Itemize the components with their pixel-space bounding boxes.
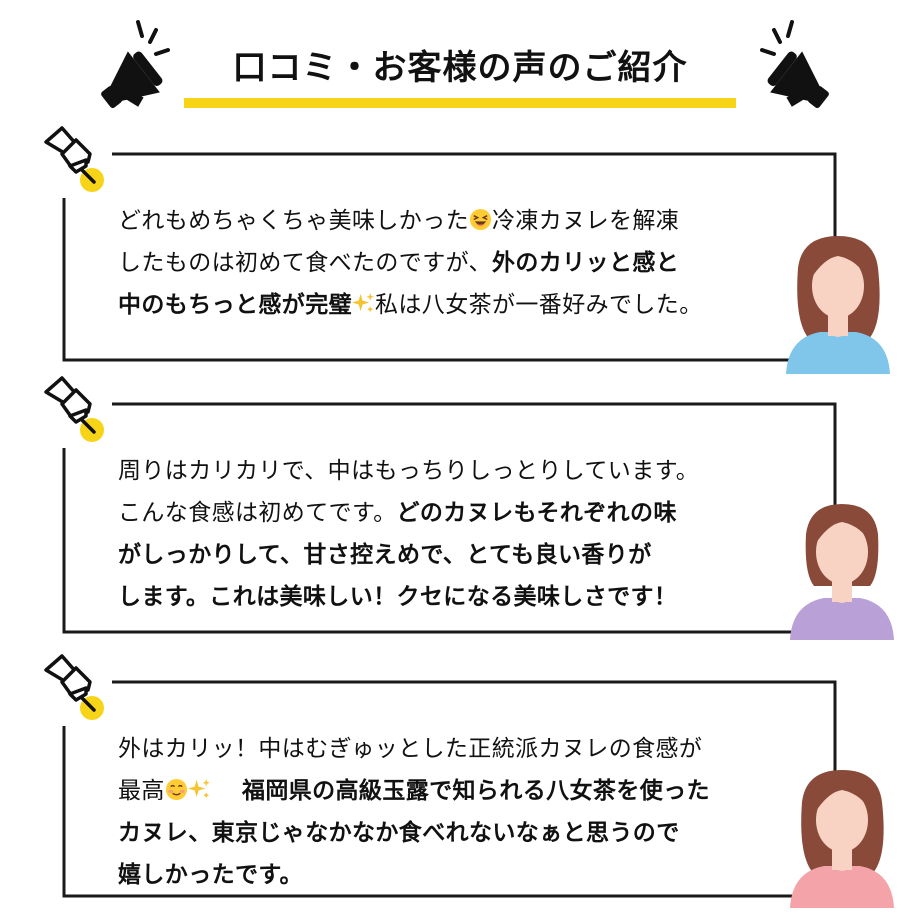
avatar-woman-purple-shirt <box>784 494 900 644</box>
review-text: 周りはカリカリで、中はもっちりしっとりしています。こんな食感は初めてです。どのカ… <box>118 450 798 618</box>
review-segment: 私は八女茶が一番好みでした。 <box>375 292 703 318</box>
smiling-blush-icon <box>165 778 188 804</box>
page-title: 口コミ・お客様の声のご紹介 <box>232 48 688 88</box>
sparkles-icon <box>352 292 375 318</box>
review-segment: どれもめちゃくちゃ美味しかった <box>118 208 469 234</box>
review-text: 外はカリッ！中はむぎゅッとした正統派カヌレの食感が最高 福岡県の高級玉露で知られ… <box>118 728 798 896</box>
review-segment: 最高 <box>118 778 165 804</box>
review-segment: 周りはカリカリで、中はもっちりしっとりしています。 <box>118 458 700 484</box>
review-text: どれもめちゃくちゃ美味しかった冷凍カヌレを解凍したものは初めて食べたのですが、外… <box>118 200 798 326</box>
review-highlight: どのカヌレもそれぞれの味 <box>396 500 677 526</box>
review-segment: 外はカリッ！中はむぎゅッとした正統派カヌレの食感が <box>118 736 703 762</box>
push-pin-icon <box>32 646 122 736</box>
review-card: 周りはカリカリで、中はもっちりしっとりしています。こんな食感は初めてです。どのカ… <box>44 376 837 634</box>
avatar-woman-blue-shirt <box>780 228 896 378</box>
review-card: どれもめちゃくちゃ美味しかった冷凍カヌレを解凍したものは初めて食べたのですが、外… <box>44 126 837 362</box>
review-highlight: 外のカリッと感と <box>491 250 680 276</box>
review-segment <box>211 778 242 804</box>
review-segment: したものは初めて食べたのですが、 <box>118 250 492 276</box>
avatar-woman-pink-shirt <box>784 762 900 912</box>
review-segment: こんな食感は初めてです。 <box>118 500 397 526</box>
grinning-squint-icon <box>469 208 492 234</box>
megaphone-left-icon <box>86 18 186 112</box>
push-pin-icon <box>32 368 122 458</box>
title-underline <box>184 98 736 108</box>
review-card: 外はカリッ！中はむぎゅッとした正統派カヌレの食感が最高 福岡県の高級玉露で知られ… <box>44 654 837 898</box>
review-segment: 冷凍カヌレを解凍 <box>492 208 680 234</box>
review-highlight: 中のもちっと感が完璧 <box>118 292 352 318</box>
megaphone-right-icon <box>744 18 844 112</box>
review-highlight: がしっかりして、甘さ控えめで、とても良い香りが <box>118 542 652 568</box>
review-highlight: 福岡県の高級玉露で知られる八女茶を使った <box>241 778 710 804</box>
review-highlight: 嬉しかったです。 <box>118 862 303 888</box>
review-highlight: します。これは美味しい！クセになる美味しさです！ <box>118 584 678 610</box>
sparkles-icon <box>187 778 211 804</box>
review-highlight: カヌレ、東京じゃなかなか食べれないなぁと思うので <box>118 820 680 846</box>
push-pin-icon <box>32 118 122 208</box>
